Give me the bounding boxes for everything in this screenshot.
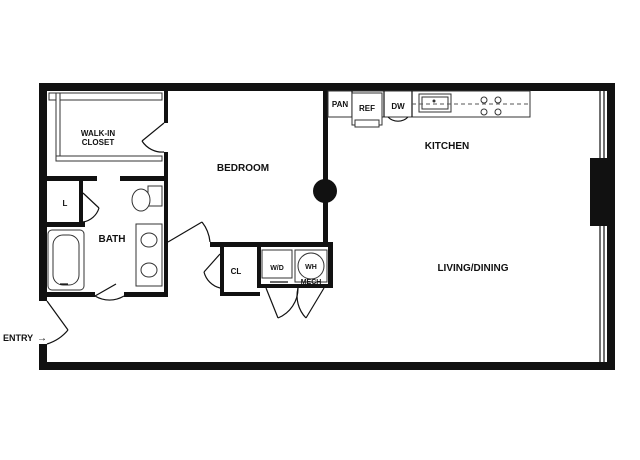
bedroom-label: BEDROOM bbox=[217, 163, 269, 174]
pantry-label: PAN bbox=[332, 100, 349, 109]
walk-in-closet-label-2: CLOSET bbox=[82, 138, 115, 147]
kitchen-counter bbox=[327, 90, 531, 128]
window bbox=[590, 91, 612, 362]
interior-walls bbox=[47, 91, 337, 297]
closet-label: CL bbox=[231, 267, 242, 276]
column bbox=[313, 179, 337, 203]
mechanical-label: MECH bbox=[301, 279, 322, 286]
bath-fixtures bbox=[47, 185, 163, 301]
refrigerator-label: REF bbox=[359, 104, 375, 113]
laundry-mech bbox=[261, 249, 328, 319]
cl-door bbox=[203, 253, 221, 289]
dishwasher-label: DW bbox=[391, 102, 405, 111]
walk-in-closet-label: WALK-IN bbox=[81, 129, 115, 138]
kitchen-label: KITCHEN bbox=[425, 141, 469, 152]
water-heater-label: WH bbox=[305, 264, 317, 271]
entry-door bbox=[46, 300, 69, 345]
linen-label: L bbox=[63, 199, 68, 208]
entry-arrow-icon: → bbox=[37, 333, 47, 344]
outer-walls bbox=[39, 83, 615, 370]
walk-in-closet bbox=[48, 92, 165, 162]
bedroom-door bbox=[167, 221, 211, 243]
entry-label: ENTRY bbox=[3, 333, 33, 343]
living-dining-label: LIVING/DINING bbox=[437, 263, 508, 274]
bath-label: BATH bbox=[98, 234, 125, 245]
washer-dryer-label: W/D bbox=[270, 265, 284, 272]
